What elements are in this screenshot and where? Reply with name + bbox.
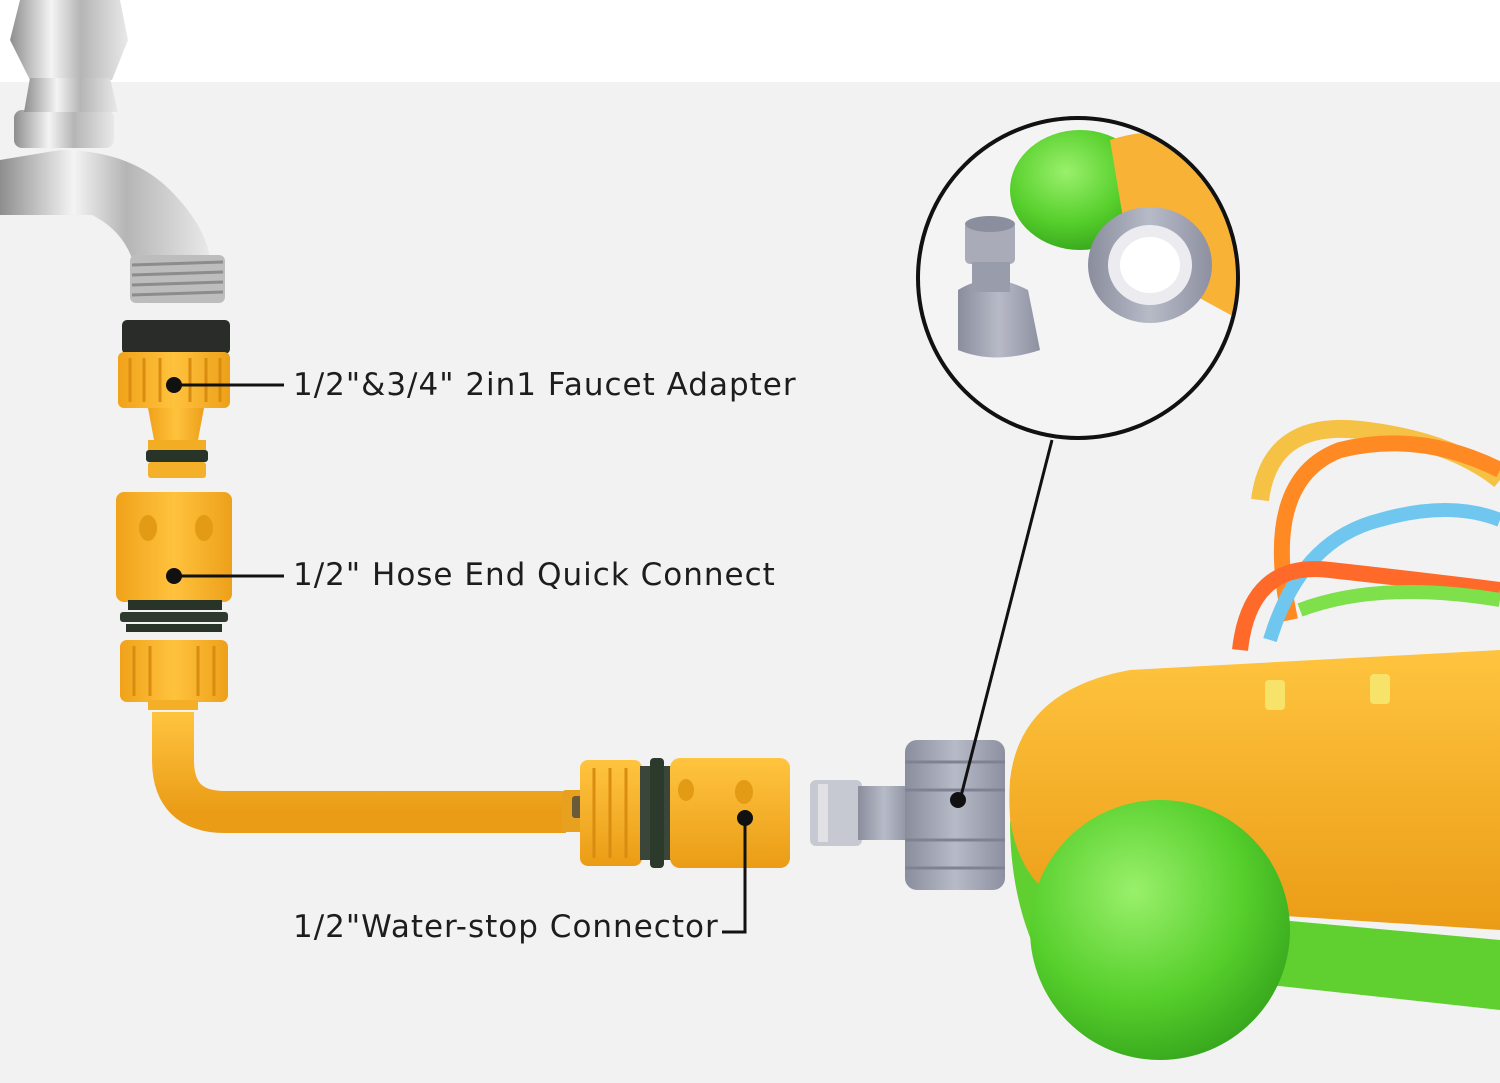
faucet-icon [0, 0, 225, 303]
zoom-pointer [958, 439, 1054, 801]
thread-adapter-icon [810, 740, 1005, 890]
faucet-adapter-icon [118, 320, 230, 478]
faucet-adapter-dot [166, 377, 182, 393]
faucet-adapter-label: 1/2"&3/4" 2in1 Faucet Adapter [293, 367, 797, 403]
hose-end-dot [166, 568, 182, 584]
zoom-callout-icon [916, 116, 1240, 440]
hose-end-label: 1/2" Hose End Quick Connect [293, 557, 776, 593]
water-stop-pointer [722, 818, 747, 934]
thread-adapter-dot [950, 792, 966, 808]
turtle-sprinkler-icon [1009, 419, 1500, 1060]
garden-hose-icon [152, 712, 566, 833]
water-stop-dot [737, 810, 753, 826]
hose-end-connector-icon [116, 492, 232, 710]
water-stop-label: 1/2"Water-stop Connector [293, 909, 719, 945]
callout-lines [175, 383, 1054, 934]
water-stop-connector-icon [562, 758, 790, 868]
callout-dots [166, 377, 966, 826]
